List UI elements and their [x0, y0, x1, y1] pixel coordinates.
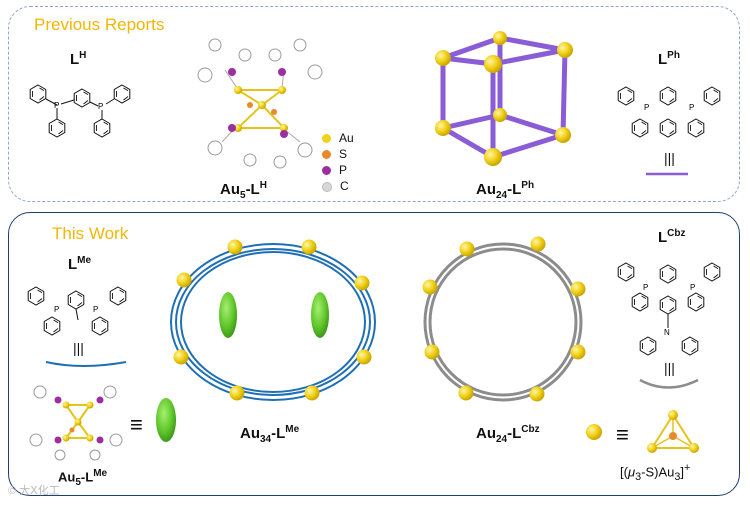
svg-text:P: P: [689, 103, 694, 112]
au34-lme-ring: [170, 243, 376, 401]
svg-text:N: N: [664, 328, 670, 337]
green-ellipsoid-left: [219, 292, 237, 338]
previous-reports-panel: [8, 6, 740, 202]
cbz-gray-arc: [639, 378, 699, 389]
ligand-h-label: LH: [70, 50, 87, 68]
svg-text:P: P: [690, 283, 695, 292]
mu3-s-au3-label: [(μ3-S)Au3]+: [620, 462, 691, 483]
au24-lcbz-ring-nodes: [422, 236, 586, 402]
legend-au: Au: [322, 131, 354, 145]
ligand-cbz-label: LCbz: [658, 228, 686, 246]
au24-lph-label: Au24-LPh: [476, 180, 535, 201]
au5-lme-crystal-structure: [29, 385, 123, 461]
au24-lph-cube: [440, 35, 568, 160]
ligand-me-label: LMe: [68, 255, 92, 273]
svg-text:P: P: [54, 305, 59, 314]
this-work-title: This Work: [52, 224, 129, 243]
au24-lcbz-ring: [423, 242, 583, 402]
watermark: © 大Ⅹ化工: [8, 485, 60, 497]
green-ellipsoid-legend: [156, 398, 176, 442]
cbz-triple-bar: |||: [664, 360, 675, 376]
me-triple-bar: |||: [73, 340, 84, 356]
ligand-me-structure: P P: [27, 286, 127, 336]
me-blue-arc: [45, 361, 127, 367]
c-atom-icon: [322, 181, 332, 192]
svg-text:P: P: [644, 103, 649, 112]
legend-c: C: [322, 179, 349, 193]
equiv-symbol-right: ≡: [616, 422, 629, 447]
legend-s: S: [322, 147, 347, 161]
au34-lme-ring-nodes: [173, 239, 372, 401]
ligand-ph-structure: P P: [617, 86, 721, 138]
equiv-symbol-left: ≡: [130, 412, 143, 437]
ph-triple-bar: |||: [664, 150, 675, 166]
s-atom-icon: [322, 150, 331, 160]
au24-lph-cube-nodes: [435, 31, 573, 166]
au5-lme-label: Au5-LMe: [58, 468, 108, 488]
svg-text:P: P: [54, 101, 59, 110]
ligand-h-structure: P P: [29, 84, 131, 138]
au-atom-icon: [322, 134, 331, 144]
legend-p: P: [322, 163, 347, 177]
au5-lh-label: Au5-LH: [220, 180, 267, 201]
mu3-s-au3-tetrahedron: [647, 410, 699, 453]
ligand-cbz-structure: N P P: [617, 262, 721, 356]
au5-lme-core: [54, 396, 104, 444]
ligand-ph-label: LPh: [658, 50, 680, 68]
gold-sphere-legend: [586, 424, 602, 440]
green-ellipsoid-right: [311, 292, 329, 338]
svg-text:P: P: [643, 283, 648, 292]
au34-lme-label: Au34-LMe: [240, 424, 300, 445]
au5-core: [228, 68, 288, 138]
svg-text:P: P: [98, 102, 103, 111]
au24-lcbz-label: Au24-LCbz: [476, 424, 540, 445]
p-atom-icon: [322, 166, 331, 176]
this-work-panel: [8, 212, 740, 496]
previous-reports-title: Previous Reports: [34, 15, 165, 34]
svg-text:P: P: [93, 305, 98, 314]
